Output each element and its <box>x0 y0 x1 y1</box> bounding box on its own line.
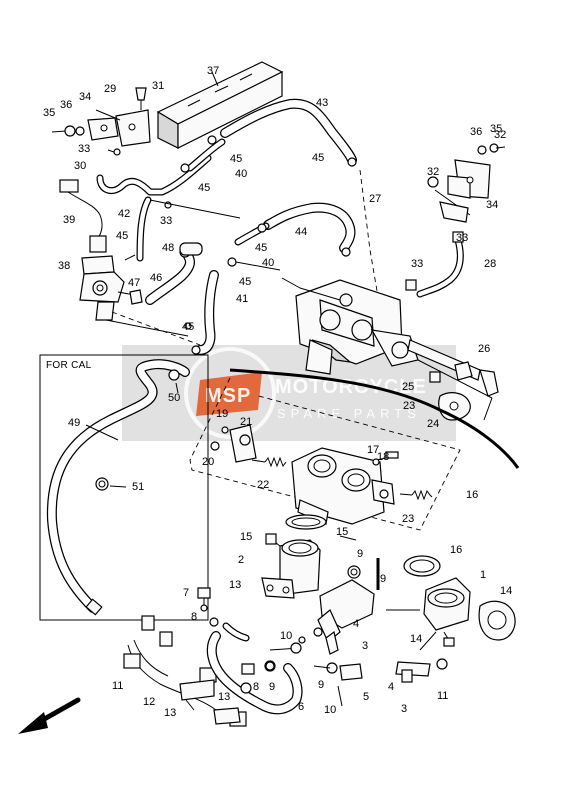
callout-35: 35 <box>43 107 55 119</box>
callout-13: 13 <box>229 579 241 591</box>
callout-9: 9 <box>269 681 275 693</box>
callout-28: 28 <box>484 258 496 270</box>
callout-15: 15 <box>336 526 348 538</box>
callout-14: 14 <box>500 585 512 597</box>
callout-7: 7 <box>183 587 189 599</box>
callout-45: 45 <box>182 321 194 333</box>
callout-26: 26 <box>478 343 490 355</box>
callout-47: 47 <box>128 277 140 289</box>
callout-12: 12 <box>143 696 155 708</box>
callout-2: 2 <box>238 554 244 566</box>
for-cal-label: FOR CAL <box>46 360 92 371</box>
callout-45: 45 <box>255 242 267 254</box>
callout-46: 46 <box>150 272 162 284</box>
callout-11: 11 <box>437 690 448 702</box>
callout-17: 17 <box>367 444 379 456</box>
callout-4: 4 <box>353 618 359 630</box>
callout-38: 38 <box>58 260 70 272</box>
callout-16: 16 <box>450 544 462 556</box>
watermark-sub: SPARE PARTS <box>277 406 421 421</box>
callout-50: 50 <box>168 392 180 404</box>
watermark-brand: MOTORCYCLE <box>275 376 427 398</box>
callout-3: 3 <box>362 640 368 652</box>
callout-27: 27 <box>369 193 381 205</box>
callout-41: 41 <box>236 293 248 305</box>
callout-49: 49 <box>68 417 80 429</box>
callout-45: 45 <box>239 276 251 288</box>
part-37-bar <box>156 61 284 149</box>
upper-throttle-assembly <box>235 261 499 421</box>
callout-9: 9 <box>380 573 386 585</box>
lower-intake-section <box>261 514 516 651</box>
callout-35: 35 <box>490 123 502 135</box>
callout-36: 36 <box>470 126 482 138</box>
callout-44: 44 <box>295 226 307 238</box>
callout-13: 13 <box>164 707 176 719</box>
left-components <box>59 179 219 355</box>
callout-6: 6 <box>298 701 304 713</box>
callout-4: 4 <box>388 681 394 693</box>
callout-21: 21 <box>240 416 252 428</box>
callout-5: 5 <box>363 691 369 703</box>
callout-34: 34 <box>79 91 91 103</box>
callout-36: 36 <box>60 99 72 111</box>
callout-24: 24 <box>427 418 439 430</box>
callout-37: 37 <box>207 65 219 77</box>
callout-16: 16 <box>466 489 478 501</box>
callout-23: 23 <box>403 400 415 412</box>
callout-48: 48 <box>162 242 174 254</box>
callout-29: 29 <box>104 83 116 95</box>
callout-39: 39 <box>63 214 75 226</box>
for-cal-inset: FOR CAL <box>39 354 209 621</box>
callout-23: 23 <box>402 513 414 525</box>
callout-32: 32 <box>427 166 439 178</box>
callout-10: 10 <box>324 704 336 716</box>
callout-8: 8 <box>191 611 197 623</box>
upper-right-bracket <box>359 143 506 321</box>
callout-40: 40 <box>235 168 247 180</box>
callout-43: 43 <box>316 97 328 109</box>
callout-8: 8 <box>253 681 259 693</box>
callout-31: 31 <box>152 80 164 92</box>
callout-33: 33 <box>456 232 468 244</box>
callout-30: 30 <box>74 160 86 172</box>
callout-20: 20 <box>202 456 214 468</box>
callout-19: 19 <box>216 408 228 420</box>
callout-45: 45 <box>230 153 242 165</box>
callout-34: 34 <box>486 199 498 211</box>
upper-left-bracket-group <box>51 87 151 156</box>
watermark-logo: MSP <box>205 385 251 407</box>
callout-9: 9 <box>357 548 363 560</box>
callout-3: 3 <box>401 703 407 715</box>
callout-14: 14 <box>410 633 422 645</box>
callout-33: 33 <box>411 258 423 270</box>
callout-15: 15 <box>240 531 252 543</box>
middle-throttle-section <box>189 377 461 531</box>
callout-10: 10 <box>280 630 292 642</box>
callout-32: 32 <box>494 129 506 141</box>
callout-11: 11 <box>112 680 123 692</box>
callout-45: 45 <box>116 230 128 242</box>
callout-33: 33 <box>160 215 172 227</box>
callout-51: 51 <box>132 481 144 493</box>
callout-45: 45 <box>198 182 210 194</box>
watermark-logo-shape <box>196 372 262 416</box>
callout-42: 42 <box>118 208 130 220</box>
lower-harness-section <box>123 587 303 727</box>
callout-13: 13 <box>218 691 230 703</box>
callout-1: 1 <box>480 569 486 581</box>
callout-18: 18 <box>377 451 389 463</box>
front-direction-arrow-icon <box>18 697 81 734</box>
callout-45: 45 <box>312 152 324 164</box>
upper-hoses <box>96 98 357 267</box>
callout-33: 33 <box>78 143 90 155</box>
callout-40: 40 <box>262 257 274 269</box>
cable-line <box>229 368 520 469</box>
callout-9: 9 <box>318 679 324 691</box>
callout-22: 22 <box>257 479 269 491</box>
callout-25: 25 <box>402 381 414 393</box>
injector-section <box>269 558 448 707</box>
